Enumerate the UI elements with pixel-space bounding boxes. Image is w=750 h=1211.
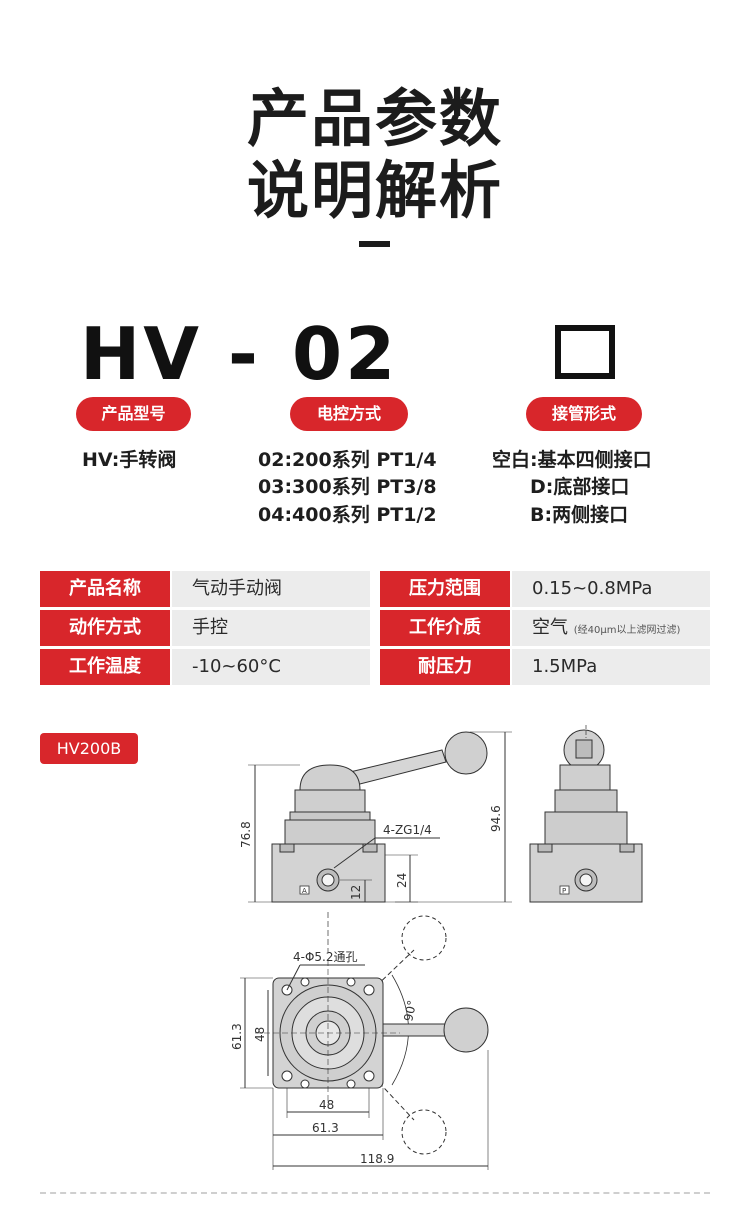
option-model-hv: HV:手转阀 — [82, 449, 177, 471]
dim-front-height: 76.8 — [239, 821, 253, 848]
pill-control: 电控方式 — [290, 397, 408, 431]
dim-top-total-width: 118.9 — [360, 1152, 394, 1166]
option-control-02: 02:200系列 PT1/4 — [258, 449, 437, 471]
dim-side-height: 94.6 — [489, 805, 503, 832]
option-control-04: 04:400系列 PT1/2 — [258, 504, 437, 526]
model-code-series: HV — [80, 312, 202, 396]
technical-drawing: 76.8 4-ZG1/4 24 12 A 94.6 P 4-Φ5.2通孔 90°… — [230, 725, 643, 1170]
spec-label-pressure-range: 压力范围 — [380, 571, 510, 607]
option-connection-b: B:两侧接口 — [530, 504, 629, 526]
spec-value-pressure-range: 0.15~0.8MPa — [512, 571, 710, 607]
dim-top-holes: 4-Φ5.2通孔 — [293, 950, 358, 964]
spec-value-name: 气动手动阀 — [172, 571, 370, 607]
dim-top-outer-width: 61.3 — [312, 1121, 339, 1135]
front-view — [248, 731, 512, 952]
spec-value-proof-pressure: 1.5MPa — [512, 649, 710, 685]
spec-label-medium: 工作介质 — [380, 610, 510, 646]
side-port-mark: P — [562, 887, 566, 895]
pill-model: 产品型号 — [76, 397, 191, 431]
spec-value-temperature: -10~60°C — [172, 649, 370, 685]
top-view — [240, 915, 489, 1170]
pill-connection: 接管形式 — [526, 397, 642, 431]
spec-value-medium: 空气 (经40μm以上滤网过滤) — [512, 610, 710, 646]
spec-value-medium-text: 空气 — [532, 617, 568, 638]
model-code-placeholder-box — [555, 325, 615, 379]
side-view — [529, 725, 643, 903]
spec-label-temperature: 工作温度 — [40, 649, 170, 685]
spec-label-action: 动作方式 — [40, 610, 170, 646]
spec-value-medium-note: (经40μm以上滤网过滤) — [573, 625, 681, 636]
model-code-size: 02 — [292, 312, 399, 396]
dim-front-base: 24 — [395, 873, 409, 888]
spec-label-name: 产品名称 — [40, 571, 170, 607]
bottom-divider — [40, 1192, 710, 1194]
dim-top-outer-height: 61.3 — [230, 1023, 244, 1050]
model-code-dash: - — [228, 312, 261, 396]
dim-front-port: 4-ZG1/4 — [383, 823, 432, 837]
option-control-03: 03:300系列 PT3/8 — [258, 476, 437, 498]
model-tag: HV200B — [40, 733, 138, 764]
spec-label-proof-pressure: 耐压力 — [380, 649, 510, 685]
dim-top-inner-width: 48 — [319, 1098, 334, 1112]
title-underline — [359, 241, 390, 247]
title-line-2: 说明解析 — [246, 154, 503, 227]
spec-value-action: 手控 — [172, 610, 370, 646]
option-connection-blank: 空白:基本四侧接口 — [492, 449, 652, 471]
dim-top-inner-height: 48 — [253, 1027, 267, 1042]
option-connection-d: D:底部接口 — [530, 476, 630, 498]
title-line-1: 产品参数 — [246, 82, 503, 155]
dim-front-port-height: 12 — [349, 885, 363, 900]
dim-top-angle: 90° — [401, 999, 419, 1023]
front-port-mark: A — [302, 887, 307, 895]
